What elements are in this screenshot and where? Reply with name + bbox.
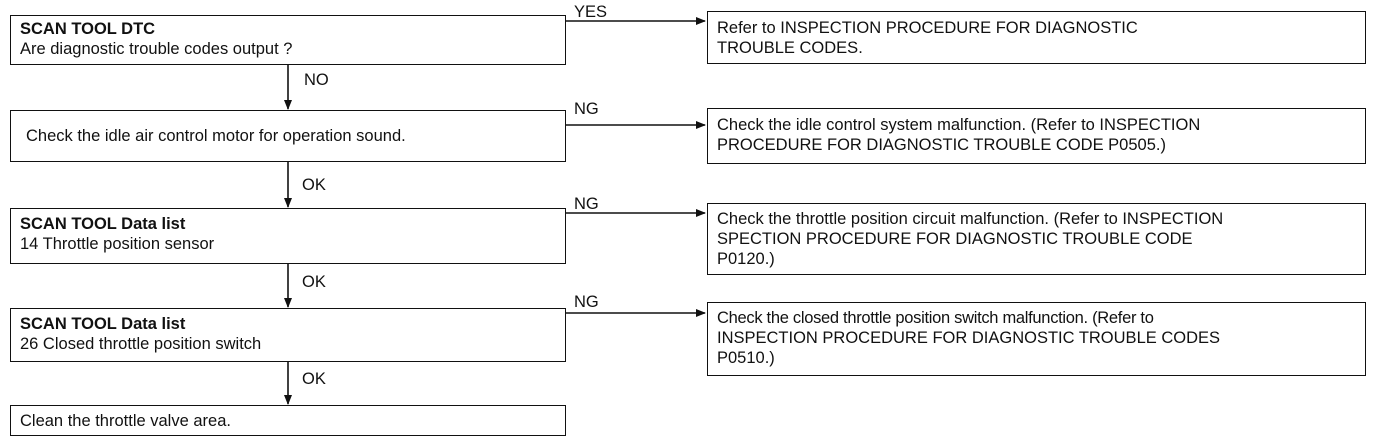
- outcome-3-box: Check the throttle position circuit malf…: [707, 203, 1366, 275]
- outcome-1-line-1: Refer to INSPECTION PROCEDURE FOR DIAGNO…: [717, 19, 1138, 37]
- outcome-4-line-1: Check the closed throttle position switc…: [717, 309, 1154, 327]
- outcome-4-line-2: INSPECTION PROCEDURE FOR DIAGNOSTIC TROU…: [717, 329, 1221, 347]
- outcome-1-box: Refer to INSPECTION PROCEDURE FOR DIAGNO…: [707, 11, 1366, 64]
- step-3-title: SCAN TOOL Data list: [20, 215, 186, 233]
- step-1-text: Are diagnostic trouble codes output ?: [20, 40, 293, 58]
- outcome-3-line-3: P0120.): [717, 250, 775, 268]
- step-5-text: Clean the throttle valve area.: [20, 411, 231, 430]
- outcome-2-line-1: Check the idle control system malfunctio…: [717, 116, 1201, 134]
- step-1-box: SCAN TOOL DTC Are diagnostic trouble cod…: [10, 15, 566, 65]
- down-label-no: NO: [304, 71, 329, 89]
- outcome-3-line-1: Check the throttle position circuit malf…: [717, 210, 1224, 228]
- down-label-ok-2: OK: [302, 273, 326, 291]
- outcome-2-box: Check the idle control system malfunctio…: [707, 108, 1366, 164]
- step-3-box: SCAN TOOL Data list 14 Throttle position…: [10, 208, 566, 264]
- step-4-text: 26 Closed throttle position switch: [20, 335, 262, 353]
- step-4-title: SCAN TOOL Data list: [20, 315, 186, 333]
- down-label-ok-1: OK: [302, 176, 326, 194]
- branch-label-ng-2: NG: [574, 195, 599, 213]
- step-2-box: Check the idle air control motor for ope…: [10, 110, 566, 162]
- outcome-2-line-2: PROCEDURE FOR DIAGNOSTIC TROUBLE CODE P0…: [717, 136, 1166, 154]
- step-1-title: SCAN TOOL DTC: [20, 20, 156, 38]
- step-3-text: 14 Throttle position sensor: [20, 235, 215, 253]
- down-label-ok-3: OK: [302, 370, 326, 388]
- outcome-4-box: Check the closed throttle position switc…: [707, 302, 1366, 376]
- outcome-1-line-2: TROUBLE CODES.: [717, 39, 863, 57]
- branch-label-yes: YES: [574, 3, 608, 21]
- outcome-4-line-3: P0510.): [717, 349, 775, 367]
- outcome-3-line-2: SPECTION PROCEDURE FOR DIAGNOSTIC TROUBL…: [717, 230, 1193, 248]
- branch-label-ng-3: NG: [574, 293, 599, 311]
- step-4-box: SCAN TOOL Data list 26 Closed throttle p…: [10, 308, 566, 362]
- step-5-box: Clean the throttle valve area.: [10, 405, 566, 436]
- step-2-text: Check the idle air control motor for ope…: [26, 127, 406, 145]
- branch-label-ng-1: NG: [574, 100, 599, 118]
